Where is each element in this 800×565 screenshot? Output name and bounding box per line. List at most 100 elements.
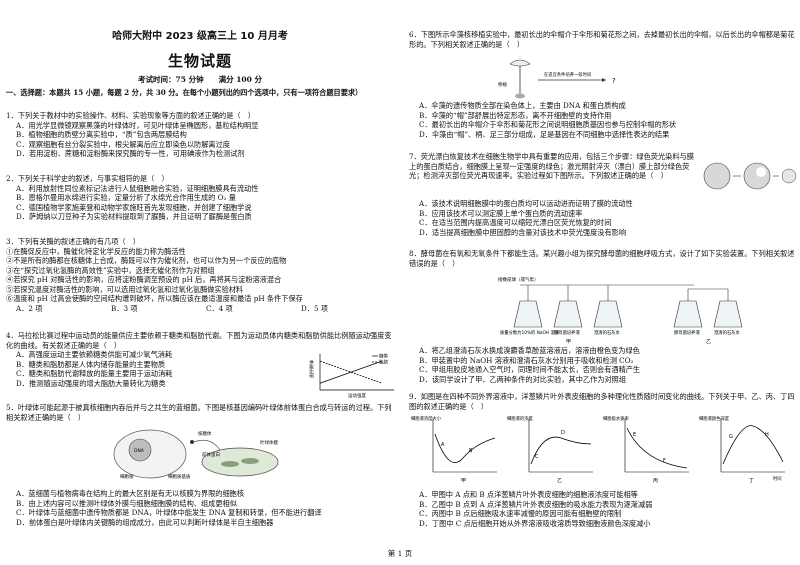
q7-option-a: A．该技术说明细胞膜中的蛋白质均可以运动进而证明了膜的流动性 bbox=[419, 199, 633, 208]
q8-label-naoh: 质量分数为10%的 NaOH 溶液 bbox=[500, 329, 560, 336]
q5-option-c: C．叶绿体与蓝细菌中遗传物质都是 DNA，叶绿体中能发生 DNA 复制和转录，但… bbox=[16, 508, 322, 517]
q1-option-b: B．植物细胞的质壁分离实验中，“质”包含两层膜结构 bbox=[16, 130, 187, 139]
q9-point-g: G bbox=[729, 434, 733, 440]
q9-curve-yi bbox=[530, 436, 592, 465]
q7-option-d: D．适当提高细胞膜中胆固醇的含量对该技术中荧光强度没有影响 bbox=[419, 227, 627, 237]
q8-stem: 8．酵母菌在有氧和无氧条件下都能生活。某兴趣小组为探究酵母菌的细胞呼吸方式，设计… bbox=[409, 249, 795, 268]
q3-stem: 3．下列有关酶的叙述正确的有几项（ ） bbox=[6, 237, 140, 246]
q6-cap bbox=[509, 59, 531, 67]
q9-point-c: C bbox=[535, 454, 539, 460]
q8-flask-5 bbox=[713, 300, 743, 328]
q4-option-a: A．高强度运动主要依赖糖类供能可减少氧气消耗 bbox=[16, 350, 173, 359]
q5-transport-arrow bbox=[193, 439, 221, 451]
q8-label-lime-1: 澄清的石灰水 bbox=[594, 329, 620, 336]
q7-cell-3 bbox=[781, 168, 797, 184]
q9-curve-bing bbox=[626, 427, 688, 469]
question-5: 5．叶绿体可能起源于被真核细胞内吞后并与之共生的蓝细菌。下图是核基因编码叶绿体前… bbox=[6, 403, 396, 422]
question-7: 7．荧光漂白恢复技术在细胞生物学中具有重要的应用，包括三个步骤：绿色荧光染料与膜… bbox=[409, 152, 699, 181]
q6-result-mark: ? bbox=[612, 77, 616, 85]
q5-label-precursor: 前体蛋白 bbox=[202, 451, 220, 458]
q7-cell-1 bbox=[703, 162, 731, 190]
q8-label-yeast-1: 酵母菌培养液 bbox=[554, 329, 580, 336]
q8-label-lime-2: 澄清的石灰水 bbox=[714, 329, 740, 336]
q8-flask-4 bbox=[673, 300, 703, 328]
q9-axis-time: 时间 bbox=[773, 475, 782, 482]
q9-label-ding: 丁 bbox=[749, 478, 754, 484]
q8-option-c: C．甲组用胶皮地通入空气时，同理时间不能太长，否则会有酒精产生 bbox=[419, 365, 641, 374]
q5-chloroplast bbox=[201, 447, 279, 477]
q4-option-c: C．糖类和脂肪代谢释放的能量主要用于运动消耗 bbox=[16, 369, 173, 378]
q4-energy-chart: 供能比例 运动强度 糖类 脂肪 bbox=[309, 353, 394, 399]
q8-options: A．将乙组澄清石灰水换成溴麝香草酚蓝溶液后，溶液由橙色变为绿色 B．甲装置中的 … bbox=[409, 346, 799, 384]
q3-option-d: D．5 项 bbox=[301, 303, 328, 313]
q2-option-a: A．利用放射性同位素标记法进行人鼠细胞融合实验，证明细胞膜具有流动性 bbox=[16, 183, 259, 193]
q9-point-d: D bbox=[561, 430, 565, 436]
q9-point-e: E bbox=[633, 432, 636, 438]
q2-option-d: D．萨姆纳以刀豆种子为实验材料提取到了脲酶，并且证明了脲酶是蛋白质 bbox=[16, 212, 252, 221]
page-footer: 第 1 页 bbox=[387, 549, 413, 558]
q5-options: A．蓝细菌与植物病毒在结构上的最大区别是有无以核膜为界限的细胞核 B．由上述内容… bbox=[6, 489, 396, 527]
q2-stem: 2．下列关于科学史的叙述，与事实相符的是（ ） bbox=[6, 174, 169, 183]
q5-label-dna: DNA bbox=[134, 448, 145, 454]
q5-stem: 5．叶绿体可能起源于被真核细胞内吞后并与之共生的蓝细菌。下图是核基因编码叶绿体前… bbox=[6, 403, 392, 422]
q7-option-c: C．在适当范围内提高温度可以缩短光漂白区荧光恢复的时间 bbox=[419, 218, 612, 227]
q1-stem: 1．下列关于教材中的实验操作、材料、实验现象等方面的叙述正确的是（ ） bbox=[6, 111, 255, 120]
q9-point-h: H bbox=[765, 432, 769, 438]
q9-option-b: B．乙图中 B 点到 A 点洋葱鳞片叶外表皮细胞的吸水能力表现为逐渐减弱 bbox=[419, 499, 653, 509]
q9-option-c: C．丙图中 B 点后细胞吸水速率减慢的原因可能有细胞壁的限制 bbox=[419, 509, 622, 518]
q5-option-b: B．由上述内容可以推测叶绿体外膜与细胞细胞膜的结构、组成更相似 bbox=[16, 498, 237, 508]
q9-chart-jia: 细胞液浓度大小 A B 甲 bbox=[411, 415, 497, 484]
q3-item-2: ②不是所有的酶都在核糖体上合成，酶既可以作为催化剂，也可以作为另一个反应的底物 bbox=[6, 256, 287, 265]
section-heading: 一、选择题：本题共 15 小题，每题 2 分，共 30 分。在每个小题列出的四个… bbox=[6, 88, 363, 97]
q7-options: A．该技术说明细胞膜中的蛋白质均可以运动进而证明了膜的流动性 B．应用该技术可以… bbox=[409, 199, 799, 237]
q6-option-b: B．伞藻的“帽”部舒展出特定形态，离不开细胞壁的支持作用 bbox=[419, 110, 612, 120]
q9-label-yi: 乙 bbox=[557, 477, 562, 484]
q8-label-yi: 乙 bbox=[706, 338, 711, 345]
q9-ylabel-ding: 细胞液颜色深度 bbox=[699, 415, 730, 422]
q3-item-5: ⑤若探究温度对酶活性的影响，可以选用过氧化氢和过氧化氢酶做实验材料 bbox=[6, 284, 244, 294]
q9-label-bing: 丙 bbox=[653, 478, 658, 484]
q6-arrow-head bbox=[602, 78, 606, 82]
q9-chart-bing: 细胞吸水速率 E F 丙 bbox=[603, 415, 689, 484]
q4-legend-carb: 糖类 bbox=[379, 353, 388, 360]
q3-option-a: A．2 项 bbox=[16, 303, 43, 313]
question-4: 4．马拉松比赛过程中运动员的能量供应主要依赖于糖类和脂肪代谢。下图为运动员体内糖… bbox=[6, 331, 396, 388]
q9-option-d: D．丁图中 C 点后细胞开始从外界溶液吸收溶质导致细胞液颜色深度减小 bbox=[419, 518, 651, 528]
q8-flask-2 bbox=[553, 300, 583, 328]
q7-bleach-spot bbox=[756, 167, 766, 177]
q9-ylabel-jia: 细胞液浓度大小 bbox=[411, 415, 442, 422]
q4-fat-line bbox=[319, 360, 383, 384]
q3-item-3: ③在“探究过氧化氢酶的高效性”实验中，选择无催化剂作为对照组 bbox=[6, 265, 215, 275]
q8-option-d: D．该同学设计了甲、乙两种条件的对比实验，其中乙作为对照组 bbox=[419, 374, 627, 384]
question-9: 9．如图是在四种不同外界溶液中，洋葱鳞片叶外表皮细胞的多种理化性质随时间变化的曲… bbox=[409, 392, 799, 411]
q2-option-b: B．恩格尔曼用水绵进行实验，定量分析了水绵光合作用生成的 O₂ 量 bbox=[16, 193, 236, 202]
q5-ribosome bbox=[190, 440, 194, 444]
q5-chloroplast-figure: 核糖体 叶绿体膜 细胞核 细胞质基质 前体蛋白 DNA bbox=[113, 429, 279, 480]
q9-options: A．甲图中 A 点和 B 点洋葱鳞片叶外表皮细胞的细胞液浓度可能相等 B．乙图中… bbox=[409, 490, 799, 528]
q9-curve-jia bbox=[434, 433, 496, 463]
q7-frap-figure bbox=[703, 162, 797, 190]
q9-ylabel-yi: 细胞液的浓度 bbox=[507, 415, 533, 422]
q4-option-b: B．糖类和脂肪都是人体内储存能量的主要物质 bbox=[16, 359, 166, 369]
q7-option-b: B．应用该技术可以测定膜上单个蛋白质的流动速率 bbox=[419, 208, 583, 218]
q9-point-f: F bbox=[663, 458, 666, 464]
q9-chart-ding: 细胞液颜色深度 G H 丁 bbox=[699, 415, 785, 484]
q8-label-yeast-2: 酵母菌培养液 bbox=[674, 329, 700, 336]
q5-thylakoid bbox=[221, 461, 239, 467]
q3-item-6: ⑥温度和 pH 过高会使酶的空间结构遭到破坏，所以酶应该在最适温度和最适 pH … bbox=[6, 294, 303, 303]
q9-curves-figure: 细胞液浓度大小 A B 甲 细胞液的浓度 C D 乙 细胞吸水速率 E F 丙 bbox=[411, 415, 785, 484]
q5-label-membrane: 叶绿体膜 bbox=[260, 439, 278, 446]
q6-option-d: D．伞藻由“帽”、柄、足三部分组成，足是基因在不同细胞中选择性表达的结果 bbox=[419, 129, 670, 139]
q6-label-culture: 在适宜条件培养一段时间 bbox=[544, 71, 591, 78]
q6-acetabularia-figure: 移植 在适宜条件培养一段时间 ? bbox=[498, 59, 616, 99]
q3-option-b: B．3 项 bbox=[111, 303, 138, 313]
q6-option-a: A．伞藻的遗传物质全部在染色体上，主要由 DNA 和蛋白质构成 bbox=[419, 101, 626, 110]
q4-legend-fat: 脂肪 bbox=[379, 359, 388, 366]
q5-thylakoid bbox=[241, 458, 259, 464]
q9-point-b: B bbox=[469, 448, 473, 454]
q5-label-ribosome: 核糖体 bbox=[198, 430, 212, 437]
q6-label-transplant: 移植 bbox=[498, 81, 507, 88]
q6-foot bbox=[515, 93, 525, 99]
q6-option-c: C．最初长出的伞帽介于伞形和菊花形之间说明细胞质基因也参与控制伞帽的形状 bbox=[419, 120, 677, 129]
